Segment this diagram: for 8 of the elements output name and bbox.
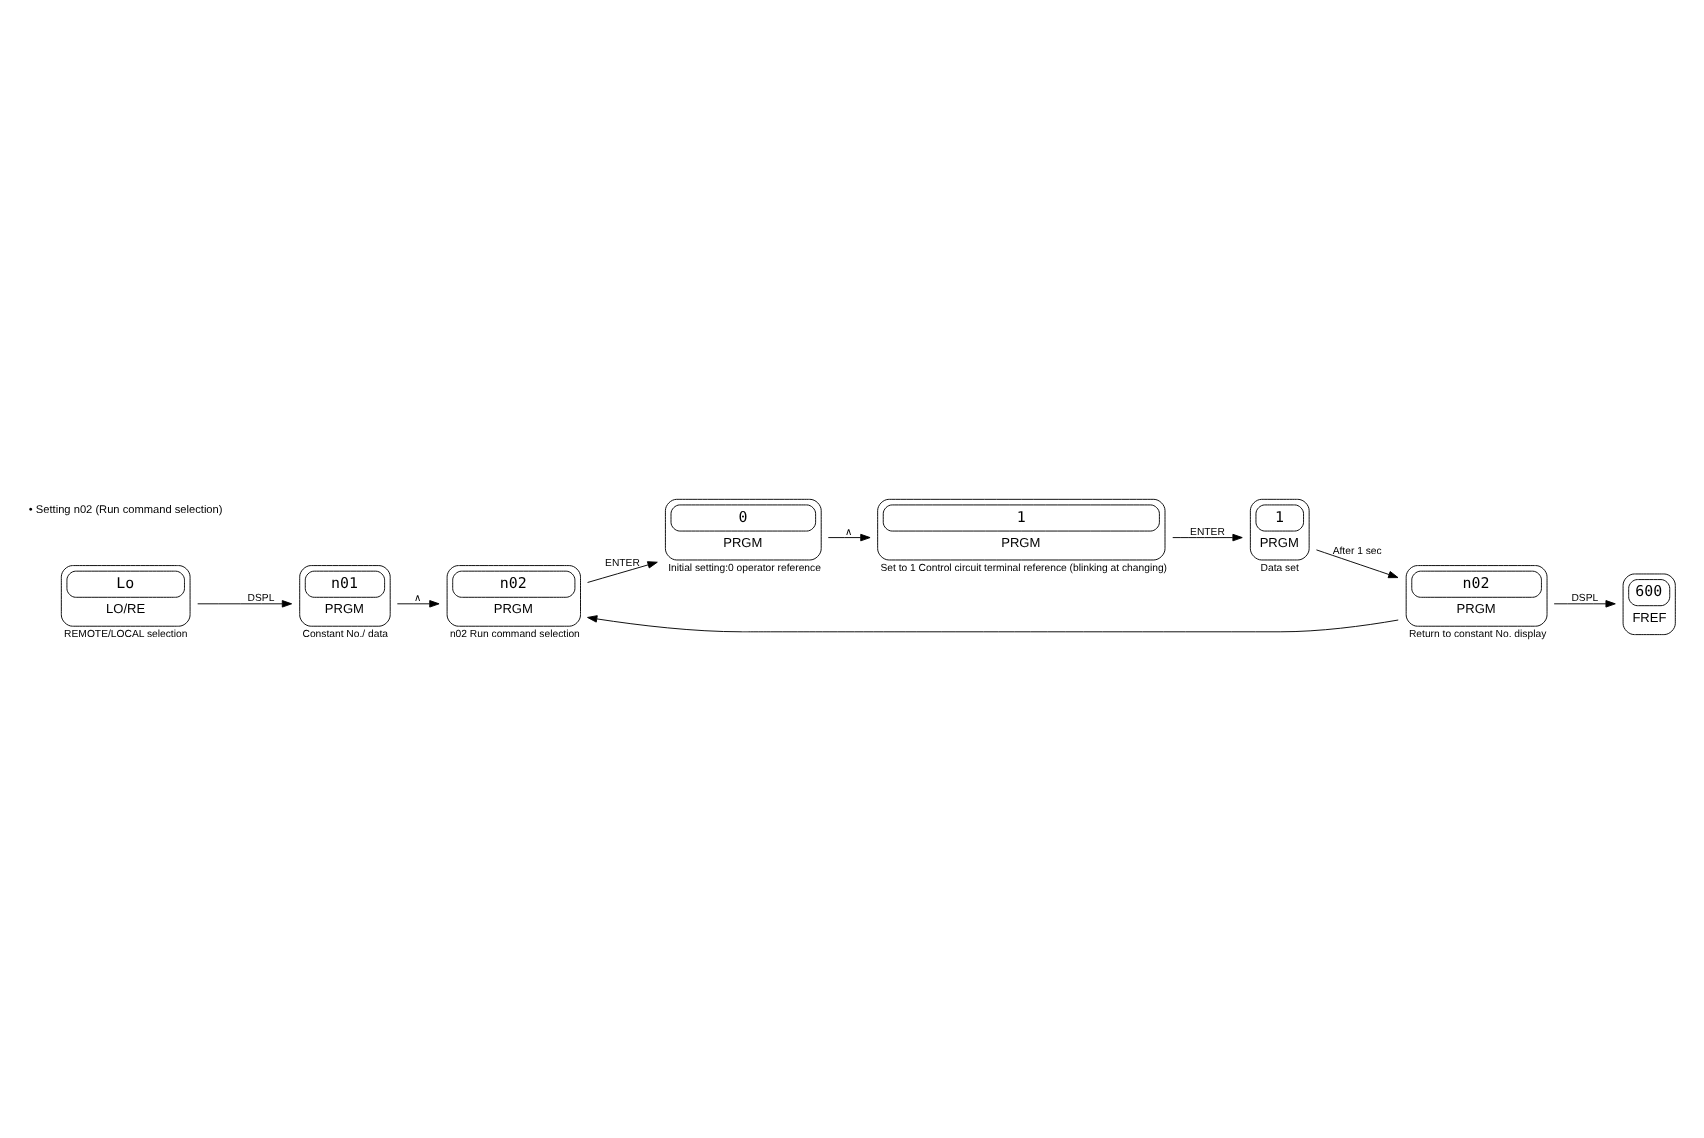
arrow	[587, 614, 1399, 632]
arrow	[1315, 548, 1399, 578]
arrow	[1553, 599, 1616, 607]
arrow	[587, 560, 658, 582]
arrow	[827, 532, 871, 541]
arrow	[197, 599, 293, 607]
arrow	[1172, 532, 1243, 541]
arrow	[396, 599, 440, 607]
